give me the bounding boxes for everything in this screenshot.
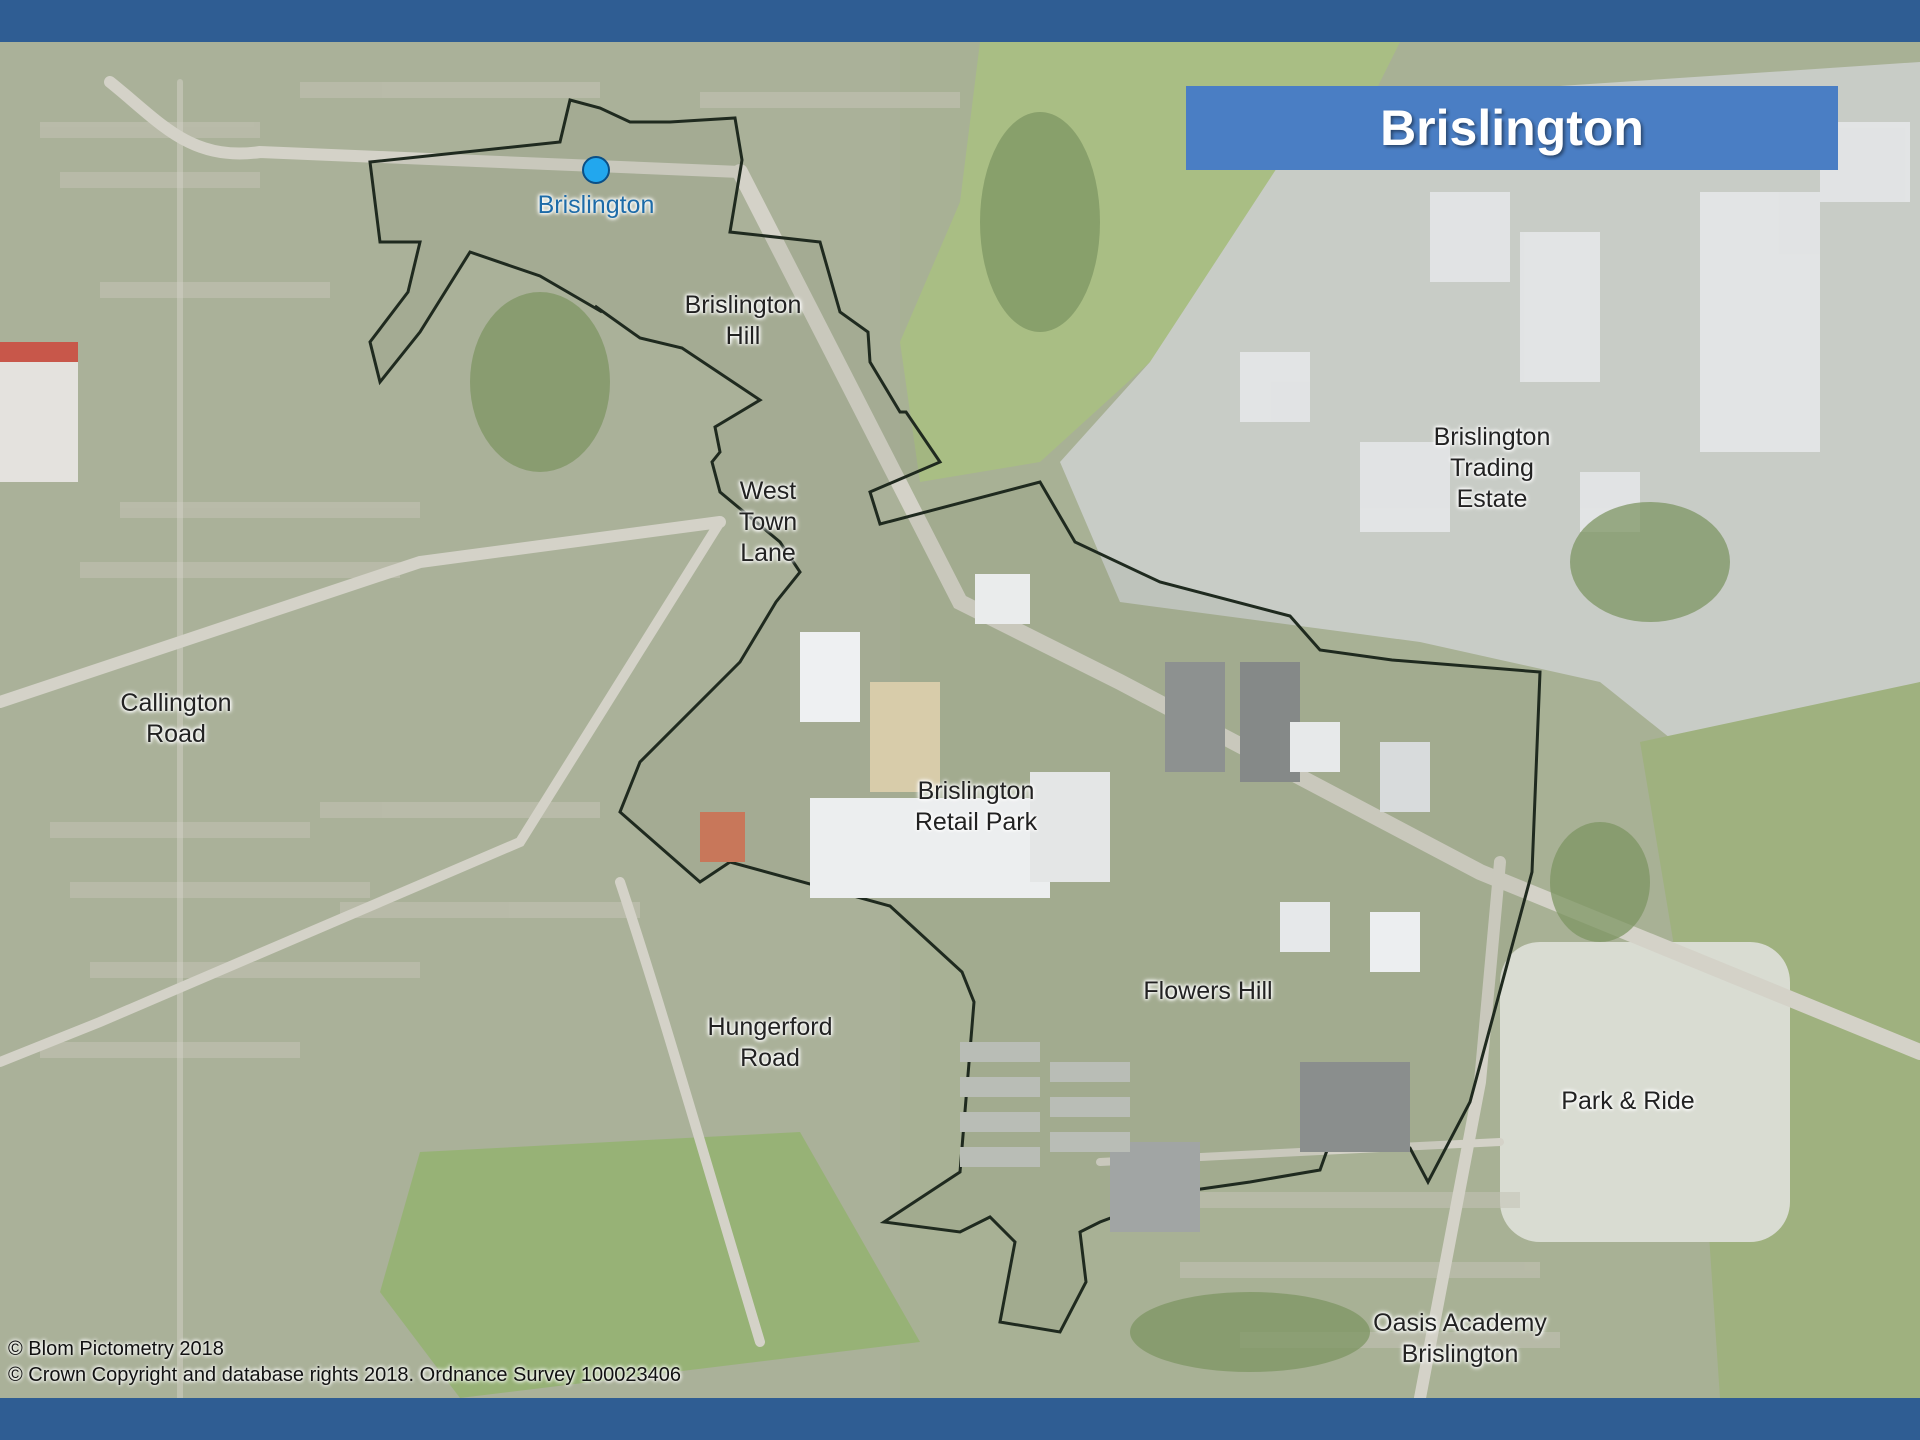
label-hungerford-road: Hungerford Road xyxy=(707,1013,833,1072)
station-marker-icon[interactable] xyxy=(582,156,610,184)
copyright-line-1: © Blom Pictometry 2018 xyxy=(8,1338,224,1360)
label-west-town-lane: West Town Lane xyxy=(738,477,798,567)
copyright-line-2: © Crown Copyright and database rights 20… xyxy=(8,1364,681,1386)
housing-blocks-south xyxy=(960,1042,1130,1167)
superstore-roof-edge xyxy=(0,342,78,362)
map-title-box: Brislington xyxy=(1186,86,1838,170)
label-park-and-ride: Park & Ride xyxy=(1561,1087,1695,1115)
retail-park-buildings xyxy=(700,574,1430,1232)
map-title: Brislington xyxy=(1380,100,1644,156)
park-and-ride-lot xyxy=(1500,942,1790,1242)
label-callington-road: Callington Road xyxy=(120,689,232,748)
label-flowers-hill: Flowers Hill xyxy=(1143,977,1273,1005)
aerial-map-svg xyxy=(0,42,1920,1398)
label-brislington-station: Brislington xyxy=(537,191,655,219)
bottom-band xyxy=(0,1398,1920,1440)
label-brislington-retail-park: Brislington Retail Park xyxy=(914,777,1038,836)
label-oasis-academy: Oasis Academy Brislington xyxy=(1373,1309,1547,1368)
top-band xyxy=(0,0,1920,42)
golf-course xyxy=(380,1132,920,1398)
study-area-boundary xyxy=(368,98,1542,1334)
residential-texture xyxy=(40,82,1560,1348)
label-brislington-trading-estate: Brislington Trading Estate xyxy=(1433,423,1551,513)
label-brislington-hill: Brislington Hill xyxy=(684,291,802,350)
industrial-roofs xyxy=(1240,122,1910,532)
aerial-map[interactable]: Brislington Brislington Hill West Town L… xyxy=(0,42,1920,1398)
tree-cover xyxy=(470,112,1730,1372)
superstore-roof xyxy=(0,342,78,482)
